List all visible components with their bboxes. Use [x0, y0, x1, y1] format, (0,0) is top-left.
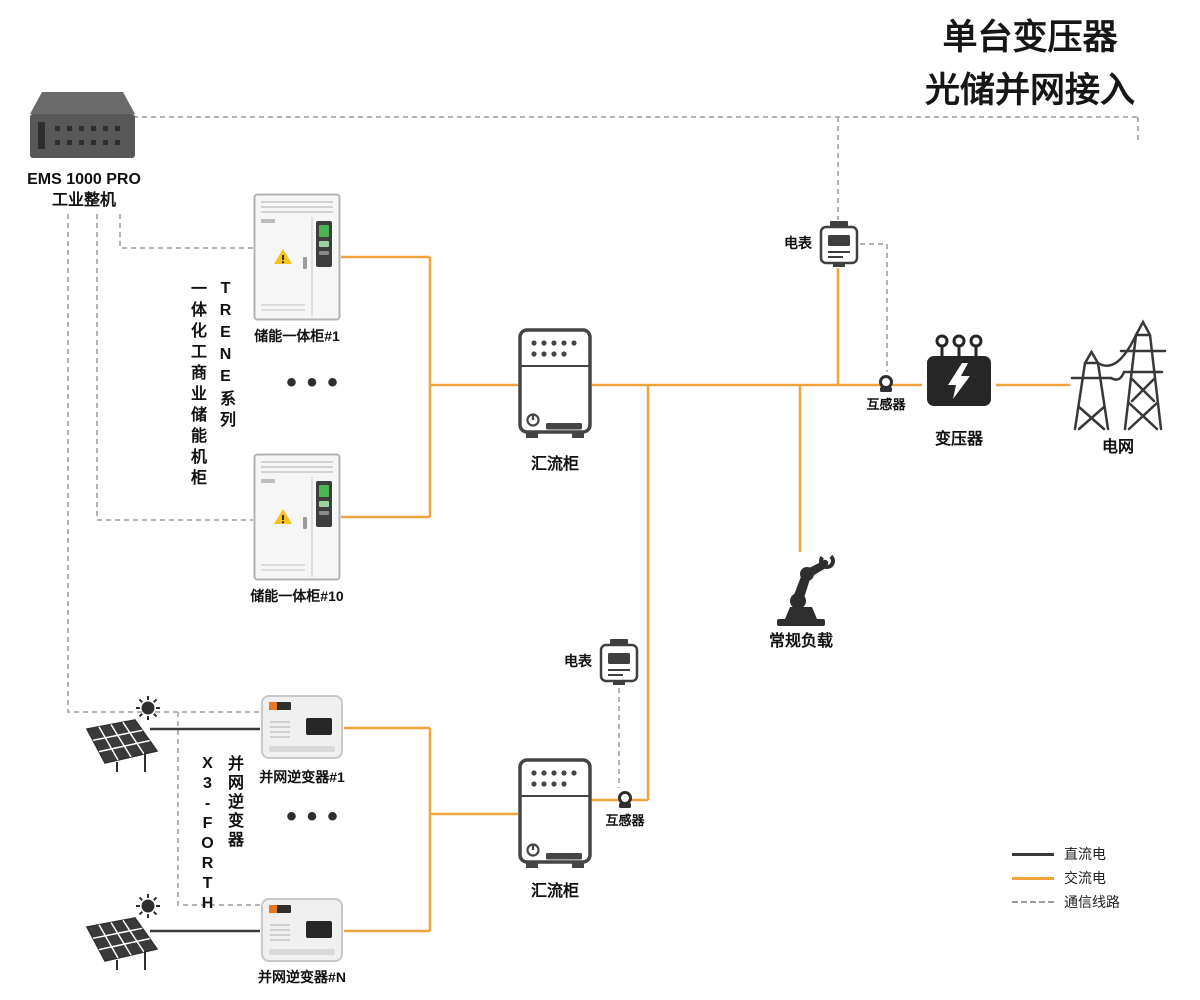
solar-panel-bottom-icon: [85, 893, 170, 978]
current-transformer-top-icon: [876, 374, 896, 399]
legend-dc-label: 直流电: [1064, 846, 1106, 862]
ems-label: EMS 1000 PRO 工业整机: [0, 170, 168, 212]
meter-bottom-label: 电表: [564, 653, 592, 669]
inverter-n-label: 并网逆变器#N: [258, 969, 346, 985]
diagram-title-line1: 单台变压器: [942, 18, 1118, 57]
transformer-icon: [922, 332, 996, 417]
storage-cabinet-10-icon: [253, 453, 341, 586]
regular-load-icon: [765, 550, 837, 633]
dc-power-lines: [150, 727, 260, 933]
inverter-1-icon: [260, 692, 344, 769]
diagram-title: 单台变压器 光储并网接入: [870, 12, 1190, 117]
ac-power-lines: [341, 255, 1070, 933]
power-grid-icon: [1068, 315, 1168, 438]
meter-top-label: 电表: [784, 235, 812, 251]
transformer-label: 变压器: [934, 431, 983, 448]
diagram-title-line2: 光储并网接入: [924, 70, 1135, 110]
solar-panel-top-icon: [85, 695, 170, 780]
legend: 直流电 交流电 通信线路: [1012, 842, 1120, 914]
storage-series-model: TRENE系列: [217, 280, 234, 432]
ems-server-icon: [30, 90, 135, 167]
inverter-series-label: X3-FORTH 并网逆变器: [198, 755, 245, 915]
current-transformer-bottom-label: 互感器: [605, 813, 645, 828]
storage-cabinet-10-label: 储能一体柜#10: [250, 588, 344, 604]
meter-top-icon: [818, 220, 860, 273]
ems-label-line2: 工业整机: [51, 191, 116, 209]
legend-item-ac: 交流电: [1012, 866, 1120, 890]
inverter-ellipsis: •••: [286, 800, 348, 833]
inverter-series-model: X3-FORTH: [199, 755, 216, 915]
storage-series-name: 一体化工商业储能机柜: [188, 280, 205, 490]
dc-line-sample: [1012, 852, 1054, 856]
inverter-n-icon: [260, 895, 344, 972]
ac-line-sample: [1012, 876, 1054, 880]
comm-line-sample: [1012, 901, 1054, 903]
combiner-cabinet-bottom-label: 汇流柜: [530, 883, 579, 900]
inverter-1-label: 并网逆变器#1: [259, 769, 345, 785]
ems-label-line1: EMS 1000 PRO: [27, 171, 141, 188]
combiner-cabinet-top-label: 汇流柜: [530, 456, 579, 473]
storage-cabinet-1-label: 储能一体柜#1: [254, 328, 340, 344]
current-transformer-top-label: 互感器: [866, 397, 906, 412]
combiner-cabinet-bottom-icon: [518, 758, 592, 875]
meter-bottom-icon: [598, 638, 640, 691]
current-transformer-bottom-icon: [615, 790, 635, 815]
comm-lines: [67, 116, 1139, 906]
legend-ac-label: 交流电: [1064, 870, 1106, 886]
storage-cabinet-1-icon: [253, 193, 341, 326]
legend-comm-label: 通信线路: [1064, 894, 1120, 910]
regular-load-label: 常规负载: [768, 633, 833, 650]
inverter-series-name: 并网逆变器: [225, 755, 242, 850]
power-grid-label: 电网: [1101, 439, 1134, 456]
storage-ellipsis: •••: [286, 366, 348, 399]
storage-series-label: 一体化工商业储能机柜 TRENE系列: [184, 280, 237, 490]
legend-item-dc: 直流电: [1012, 842, 1120, 866]
legend-item-comm: 通信线路: [1012, 890, 1120, 914]
combiner-cabinet-top-icon: [518, 328, 592, 445]
